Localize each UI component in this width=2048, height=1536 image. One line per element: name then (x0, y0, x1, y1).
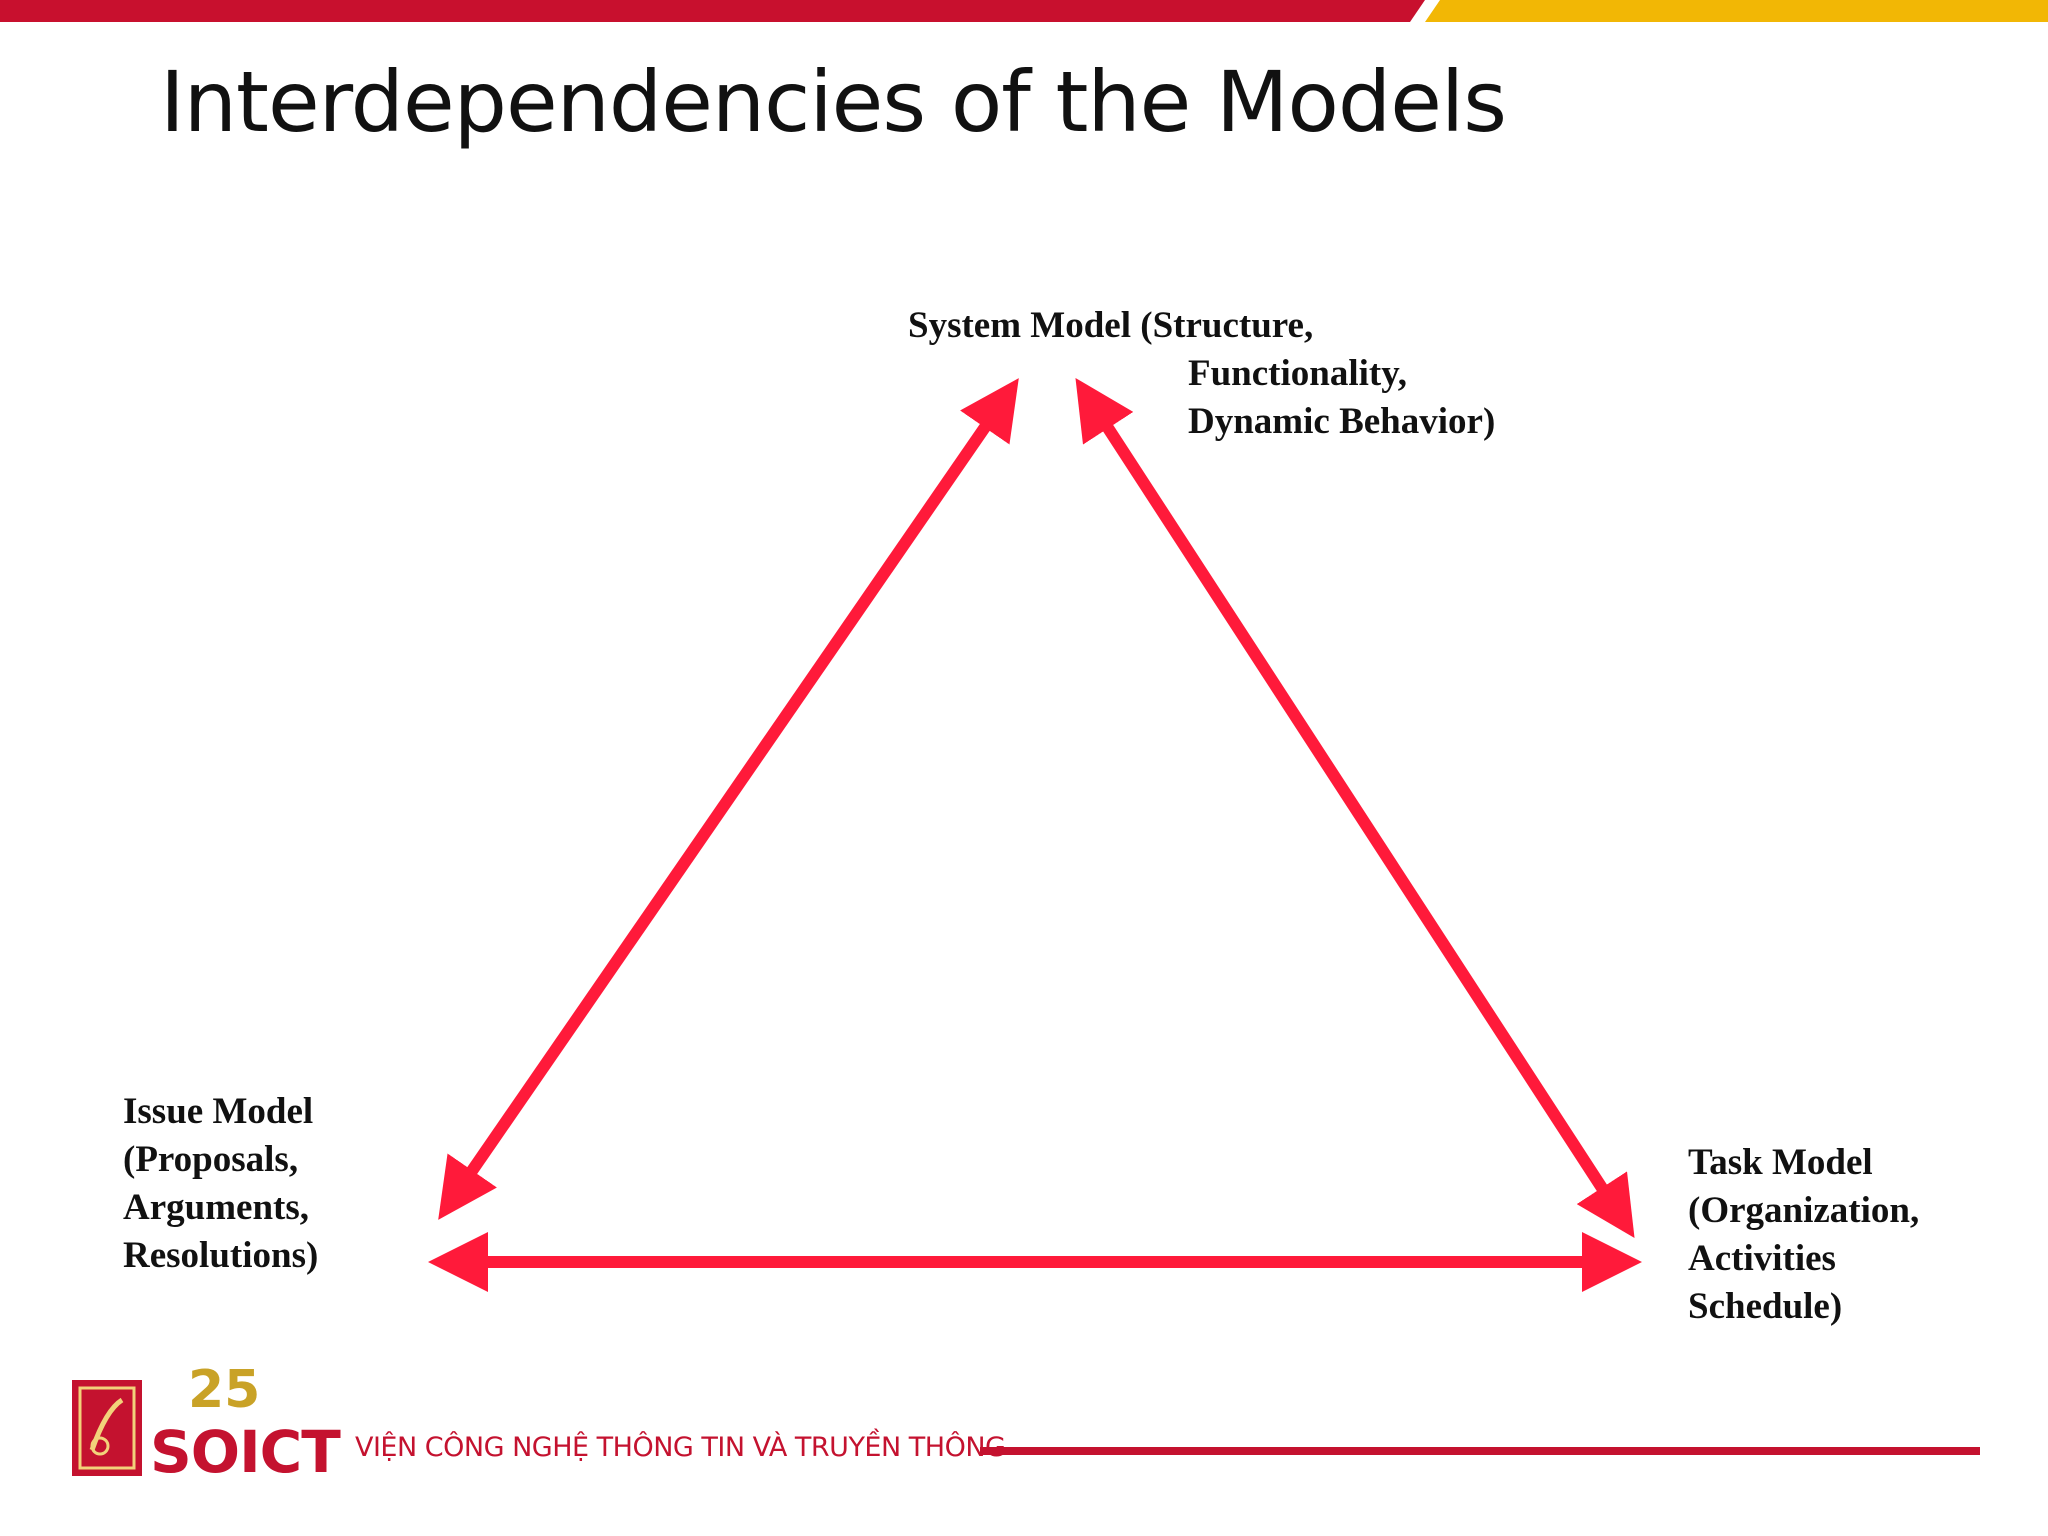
anniversary-25-mark: 25 (188, 1360, 261, 1420)
institute-name: VIỆN CÔNG NGHỆ THÔNG TIN VÀ TRUYỀN THÔNG (355, 1432, 1006, 1463)
soict-wordmark: SOICT (150, 1418, 341, 1486)
task-model-label: Task Model (Organization, Activities Sch… (1688, 1139, 1919, 1331)
issue-model-line-3: Arguments, (123, 1187, 310, 1228)
issue-model-line-1: Issue Model (123, 1091, 314, 1132)
issue-model-line-4: Resolutions) (123, 1235, 319, 1276)
task-model-line-3: Activities (1688, 1238, 1836, 1279)
task-model-line-4: Schedule) (1688, 1286, 1843, 1327)
system-model-line-2: Functionality, (1188, 353, 1407, 394)
university-logo-icon (72, 1380, 142, 1476)
edge-system-issue-arrow (438, 378, 1019, 1220)
page-title: Interdependencies of the Models (160, 53, 1507, 151)
task-model-line-1: Task Model (1688, 1142, 1873, 1183)
footer-branding: 25 SOICT VIỆN CÔNG NGHỆ THÔNG TIN VÀ TRU… (70, 1360, 1990, 1490)
system-model-line-1: System Model (Structure, (908, 305, 1314, 346)
issue-model-line-2: (Proposals, (123, 1139, 299, 1180)
top-bar-red (0, 0, 1425, 22)
top-accent-bar (0, 0, 2048, 22)
system-model-label: System Model (Structure, Functionality, … (908, 302, 1495, 446)
task-model-line-2: (Organization, (1688, 1190, 1920, 1231)
footer-divider (980, 1447, 1980, 1455)
system-model-line-3: Dynamic Behavior) (1188, 401, 1496, 442)
edge-system-task-arrow (1075, 377, 1635, 1239)
issue-model-label: Issue Model (Proposals, Arguments, Resol… (123, 1088, 318, 1280)
top-bar-yellow (1425, 0, 2048, 22)
